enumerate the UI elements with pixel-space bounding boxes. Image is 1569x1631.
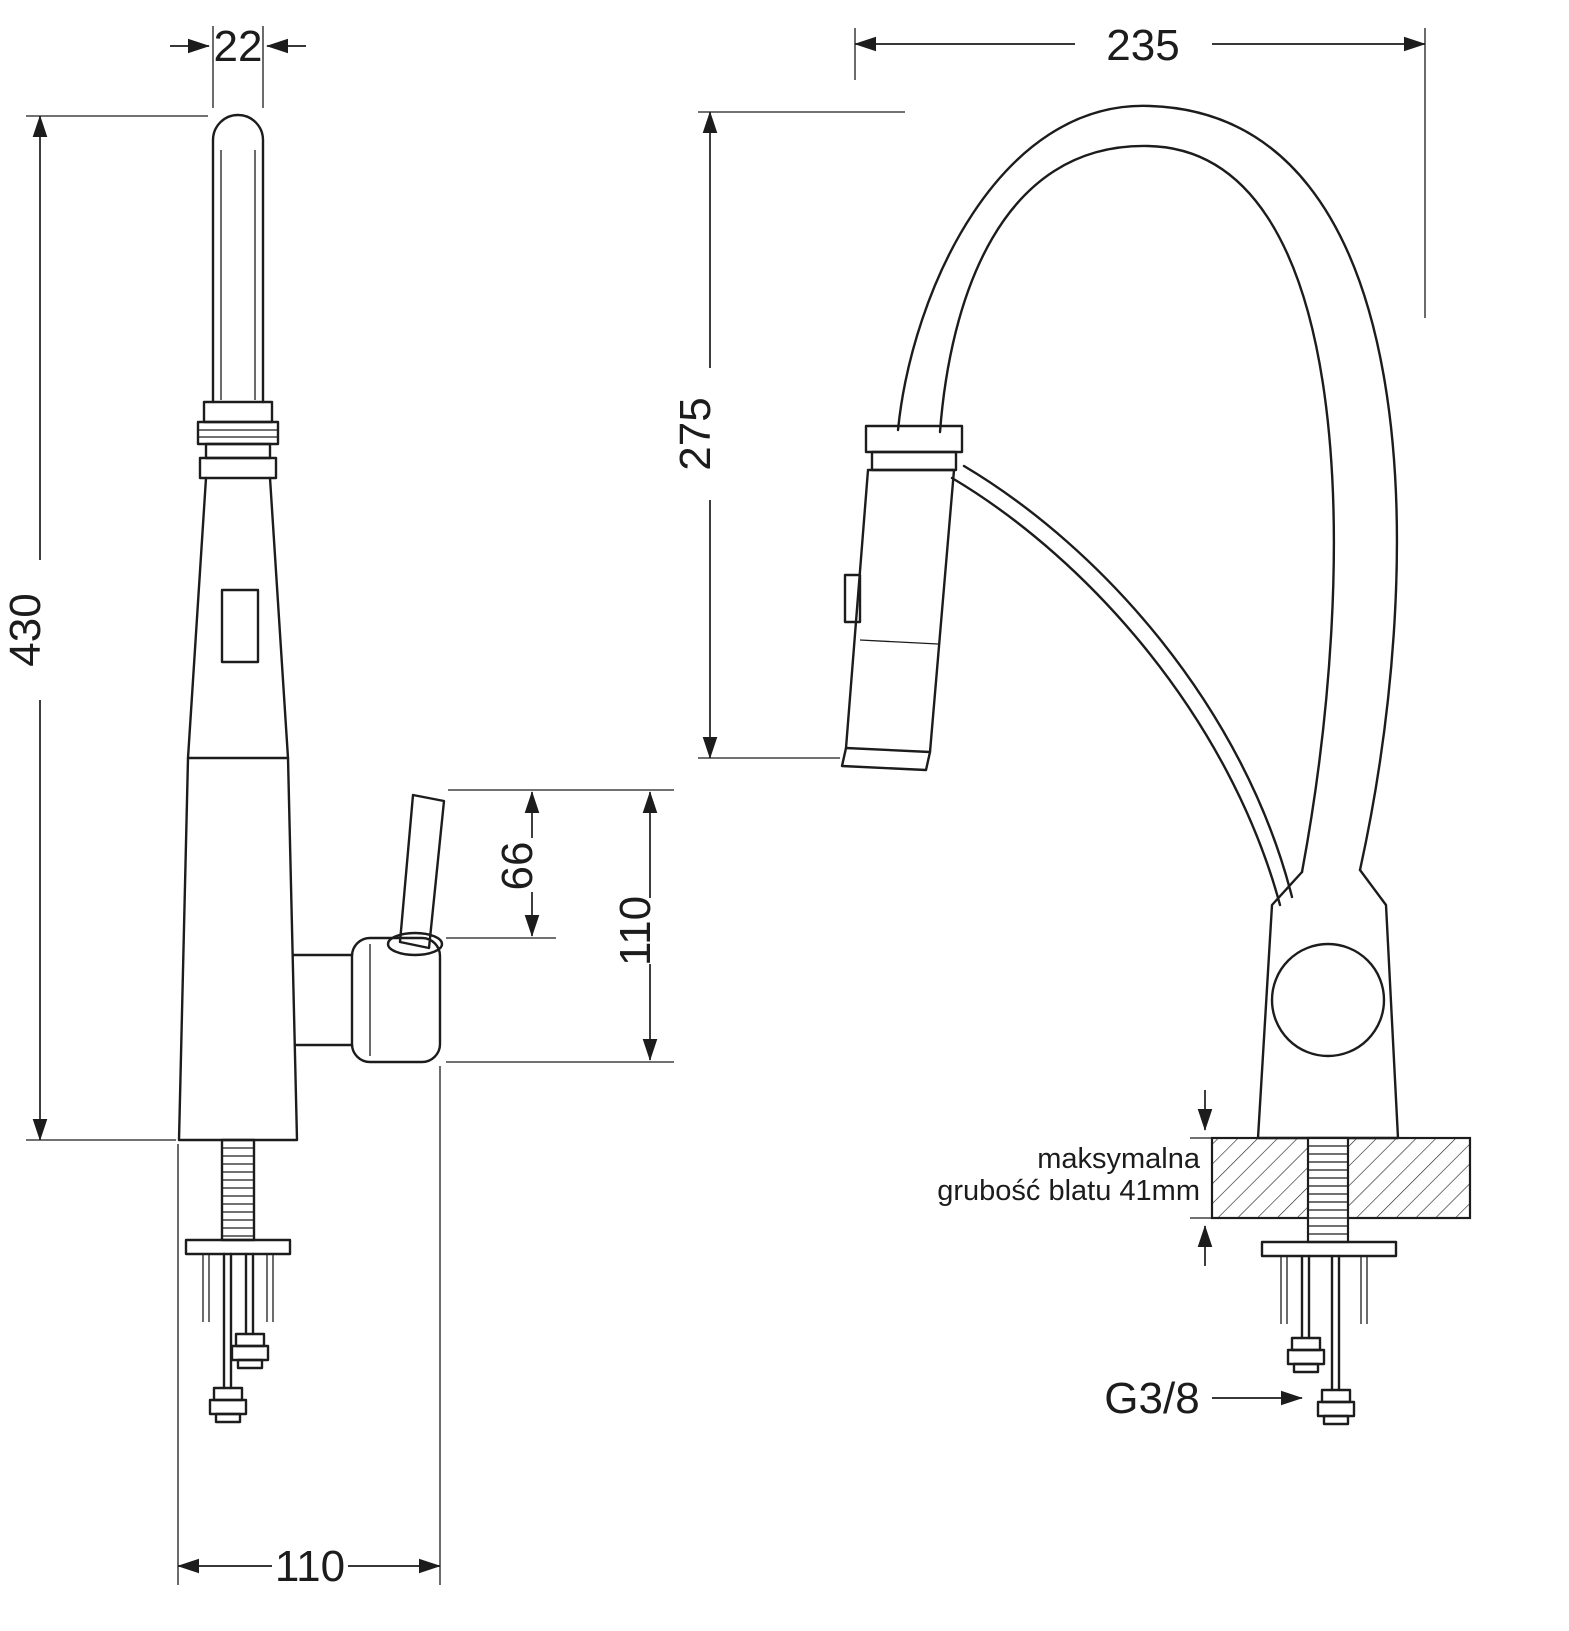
mounting-rods-right (1280, 1256, 1368, 1324)
dim-110r-label: 110 (611, 896, 660, 966)
hose-connector-right-a (1286, 1336, 1326, 1374)
spout-pipe (211, 113, 265, 404)
lower-body-column (177, 756, 299, 1142)
pullout-hose-inner (962, 464, 1294, 899)
spout-nut-lines (198, 429, 278, 438)
lever-pivot (386, 931, 444, 957)
dim-22-extensions (212, 26, 264, 108)
pullout-hose-outer (950, 476, 1282, 907)
spray-head-seam (859, 639, 939, 645)
valve-connection (291, 953, 354, 1047)
hose-connector-left (208, 1386, 248, 1424)
spray-head-body (844, 468, 956, 754)
stud-threads-right (1308, 1145, 1348, 1235)
dim-235-label: 235 (1106, 21, 1179, 70)
spout-nut (196, 420, 280, 446)
dim-275-extensions (698, 111, 905, 759)
stud-threads (222, 1147, 254, 1237)
spout-pipe-shading (220, 150, 256, 400)
dim-110b-extensions (177, 1066, 441, 1585)
body-joint-circle (1270, 942, 1386, 1058)
gooseneck-outer (896, 104, 1399, 872)
left-view-faucet-outline (177, 113, 446, 1424)
supply-hoses (222, 1252, 255, 1390)
dim-110b-label: 110 (275, 1542, 345, 1591)
counter-note-line1: maksymalna (1037, 1143, 1201, 1175)
counter-thickness-ticks (1190, 1137, 1212, 1219)
spray-head-button (843, 573, 862, 624)
counter-note-line2: grubość blatu 41mm (937, 1175, 1200, 1207)
dim-430-extensions (26, 115, 208, 1141)
spray-head-face (840, 746, 932, 772)
spout-base-ring (198, 456, 278, 480)
gooseneck-inner (938, 144, 1335, 874)
spout-ring (204, 442, 272, 460)
mounting-flange-right (1260, 1240, 1398, 1258)
spray-head-collar (864, 424, 964, 454)
spout-collar (202, 400, 274, 424)
dim-66-extensions (446, 789, 674, 939)
thread-size-label: G3/8 (1104, 1374, 1199, 1423)
left-view-dimensions: 22 430 66 110 110 (1, 22, 674, 1591)
dim-430-label: 430 (1, 593, 50, 666)
spray-head-ring (870, 450, 958, 472)
dim-275-label: 275 (671, 397, 720, 470)
mounting-flange (184, 1238, 292, 1256)
mounting-rods (202, 1254, 274, 1322)
dim-66-label: 66 (493, 842, 542, 891)
body-window (220, 588, 260, 664)
right-view-dimensions: 235 275 maksymalna grubość blatu 41mm G3… (671, 21, 1426, 1423)
hose-connector-right (230, 1332, 270, 1370)
upper-body-cone (186, 476, 290, 760)
supply-hoses-right (1300, 1254, 1341, 1392)
valve-body (350, 936, 442, 1064)
hose-connector-right-b (1316, 1388, 1356, 1426)
mounting-stud (220, 1138, 256, 1242)
dim-22-label: 22 (214, 22, 263, 71)
lever-handle (398, 793, 446, 950)
faucet-body (1256, 868, 1400, 1140)
right-view-faucet-outline (840, 104, 1472, 1426)
